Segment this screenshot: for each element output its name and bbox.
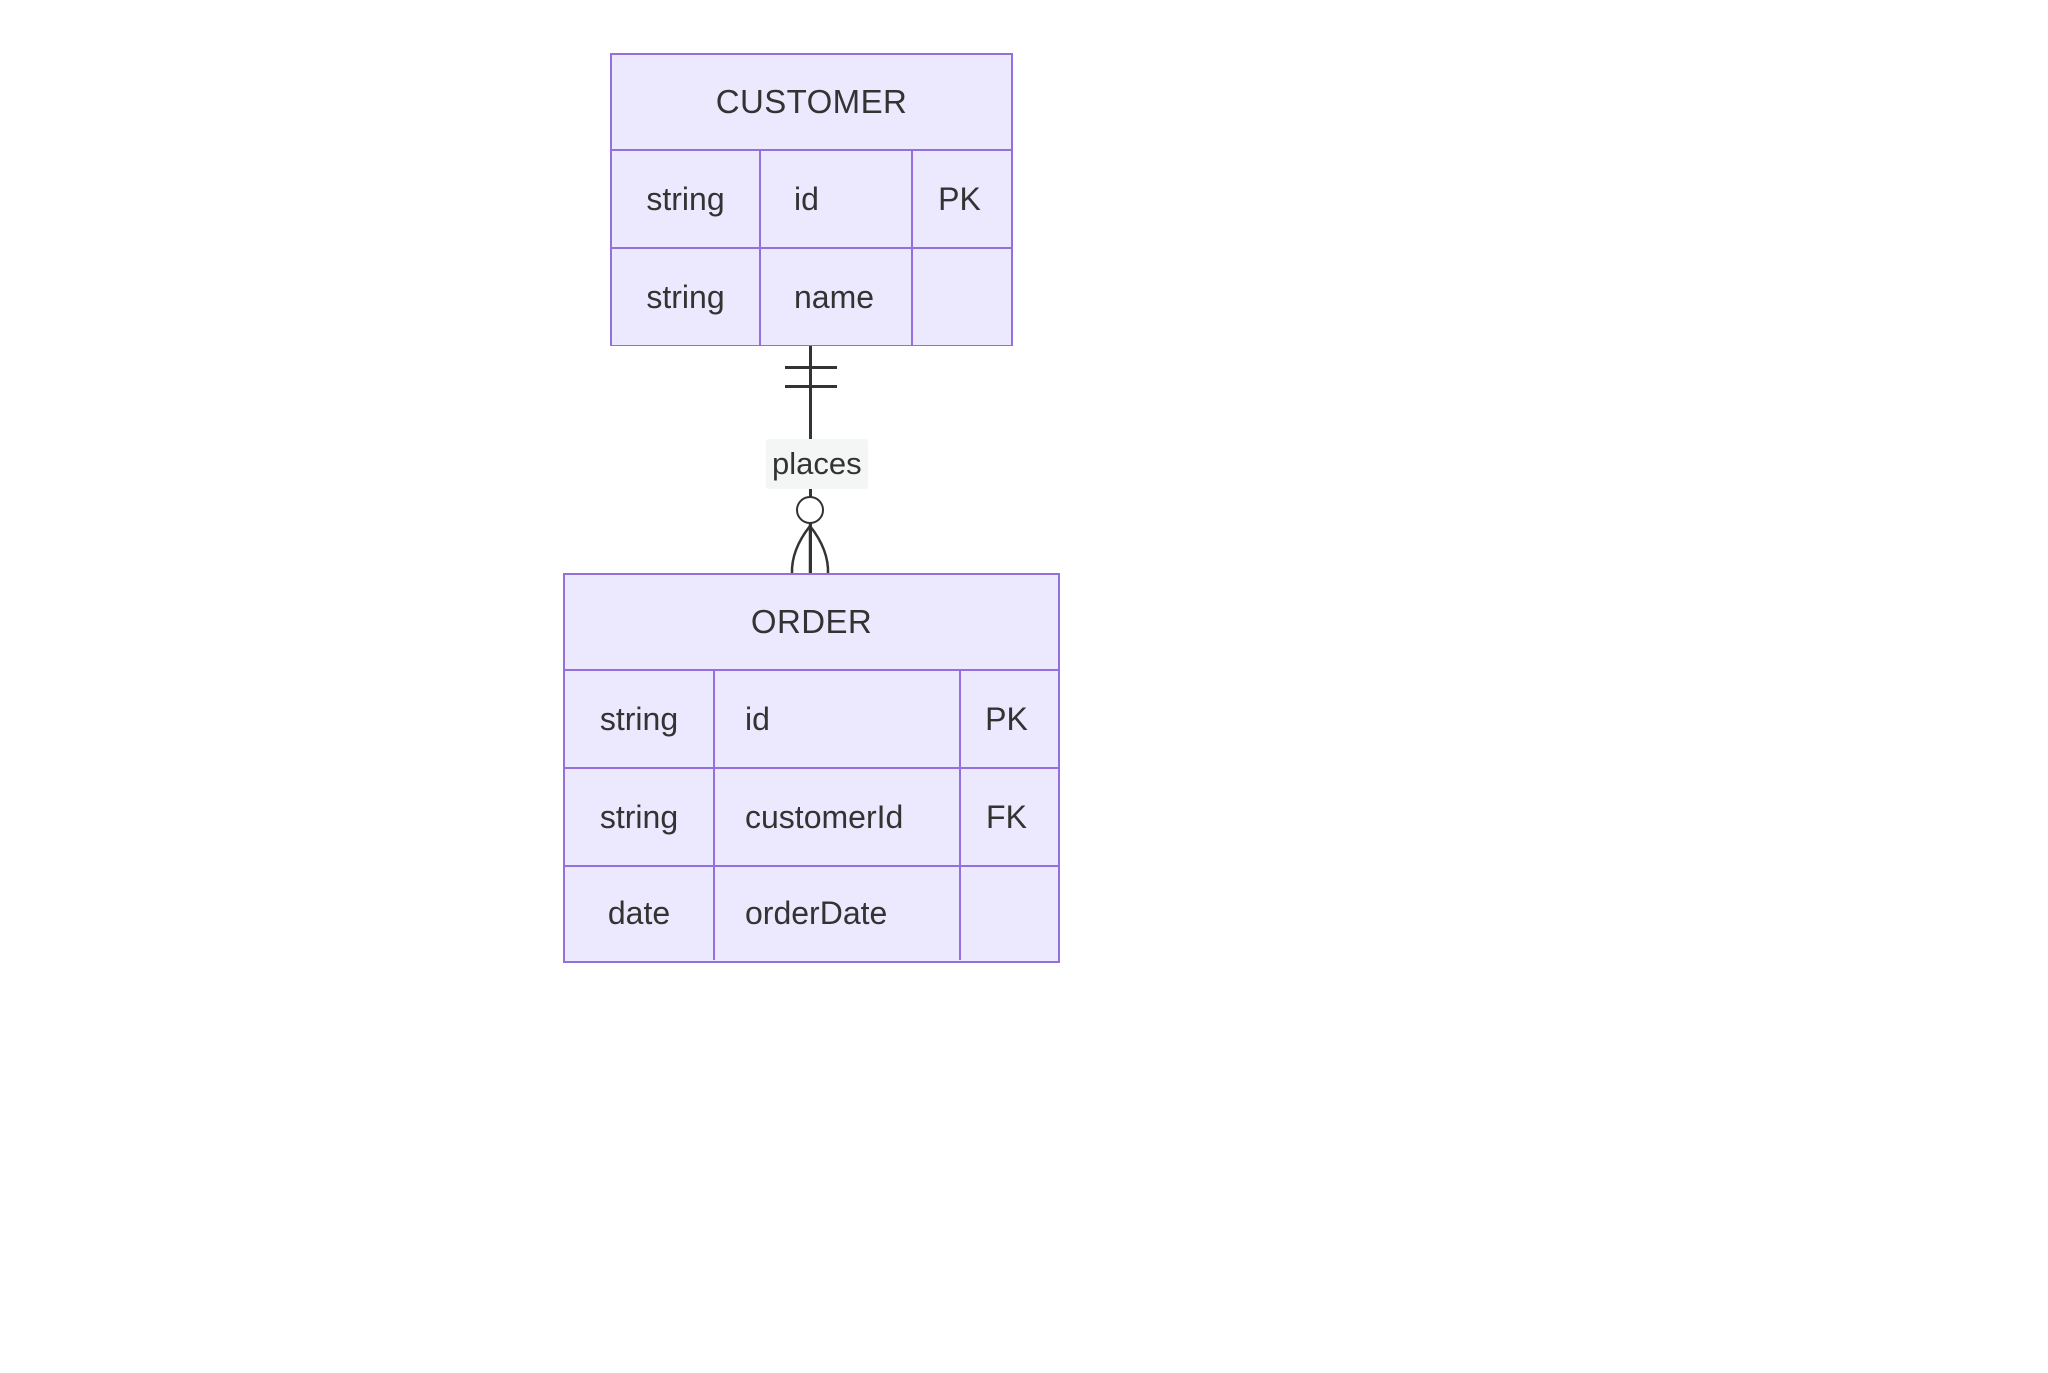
attribute-type: string (565, 769, 715, 865)
attribute-key: PK (961, 671, 1052, 767)
entity-customer-attribute-row: string name (612, 249, 1011, 345)
entity-order-attribute-row: date orderDate (565, 867, 1058, 960)
cardinality-one-tick-upper (785, 366, 837, 369)
attribute-key (961, 867, 1052, 960)
entity-order-attribute-row: string customerId FK (565, 769, 1058, 867)
attribute-type: date (565, 867, 715, 960)
relationship-label: places (766, 439, 868, 489)
attribute-name: customerId (715, 769, 961, 865)
attribute-type: string (565, 671, 715, 767)
attribute-key (913, 249, 1006, 345)
attribute-name: id (715, 671, 961, 767)
entity-customer-title: CUSTOMER (612, 55, 1011, 151)
cardinality-zero-circle (796, 496, 824, 524)
attribute-name: name (761, 249, 913, 345)
entity-order-attribute-row: string id PK (565, 671, 1058, 769)
attribute-name: orderDate (715, 867, 961, 960)
attribute-type: string (612, 249, 761, 345)
entity-order[interactable]: ORDER string id PK string customerId FK … (563, 573, 1060, 963)
cardinality-one-tick-lower (785, 385, 837, 388)
entity-customer-attribute-row: string id PK (612, 151, 1011, 249)
cardinality-many-crowsfoot (790, 524, 830, 575)
attribute-name: id (761, 151, 913, 247)
attribute-key: FK (961, 769, 1052, 865)
entity-order-title: ORDER (565, 575, 1058, 671)
attribute-type: string (612, 151, 761, 247)
attribute-key: PK (913, 151, 1006, 247)
entity-customer[interactable]: CUSTOMER string id PK string name (610, 53, 1013, 346)
